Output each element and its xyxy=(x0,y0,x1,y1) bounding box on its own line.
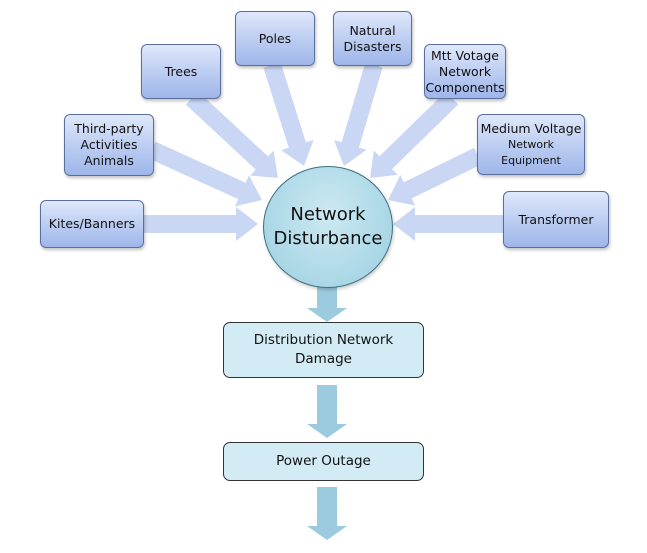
cause-label: Third-party Activities Animals xyxy=(74,121,144,168)
cause-sublabel: Network Equipment xyxy=(501,137,561,167)
arrow-transformer xyxy=(393,207,503,241)
center-label: Network Disturbance xyxy=(273,204,383,249)
cause-label: Transformer xyxy=(518,211,594,227)
arrow-to-power-outage xyxy=(307,385,347,438)
step-power-outage: Power Outage xyxy=(223,442,424,481)
arrow-natural-disasters xyxy=(334,62,383,166)
arrow-mtt-votage xyxy=(370,91,459,178)
cause-label: Trees xyxy=(164,63,198,79)
network-disturbance-node: Network Disturbance xyxy=(263,166,393,288)
arrow-trees xyxy=(185,91,278,178)
cause-transformer: Transformer xyxy=(503,191,609,248)
step-distribution-network-damage: Distribution Network Damage xyxy=(223,322,424,378)
step-label: Power Outage xyxy=(276,453,371,469)
step-label: Distribution Network Damage xyxy=(253,332,394,367)
arrow-from-power-outage xyxy=(307,487,347,540)
cause-label: Mtt Votage Network Components xyxy=(425,47,505,95)
cause-natural-disasters: Natural Disasters xyxy=(333,11,412,66)
arrow-to-distribution-damage xyxy=(307,286,347,322)
arrow-poles xyxy=(263,62,314,166)
cause-medium-voltage-equipment: Medium Voltage Network Equipment xyxy=(477,114,585,175)
cause-label: Natural Disasters xyxy=(343,22,402,54)
cause-kites-banners: Kites/Banners xyxy=(40,200,144,248)
cause-mtt-votage-components: Mtt Votage Network Components xyxy=(424,44,506,99)
arrow-medium-voltage xyxy=(388,147,482,206)
arrow-third-party xyxy=(148,141,262,207)
cause-label: Kites/Banners xyxy=(48,216,136,231)
cause-trees: Trees xyxy=(141,44,221,99)
cause-poles: Poles xyxy=(235,11,315,66)
cause-label: Poles xyxy=(258,30,292,46)
cause-label: Medium Voltage xyxy=(480,120,582,136)
cause-third-party-activities: Third-party Activities Animals xyxy=(64,114,154,176)
arrow-kites-banners xyxy=(143,207,258,241)
